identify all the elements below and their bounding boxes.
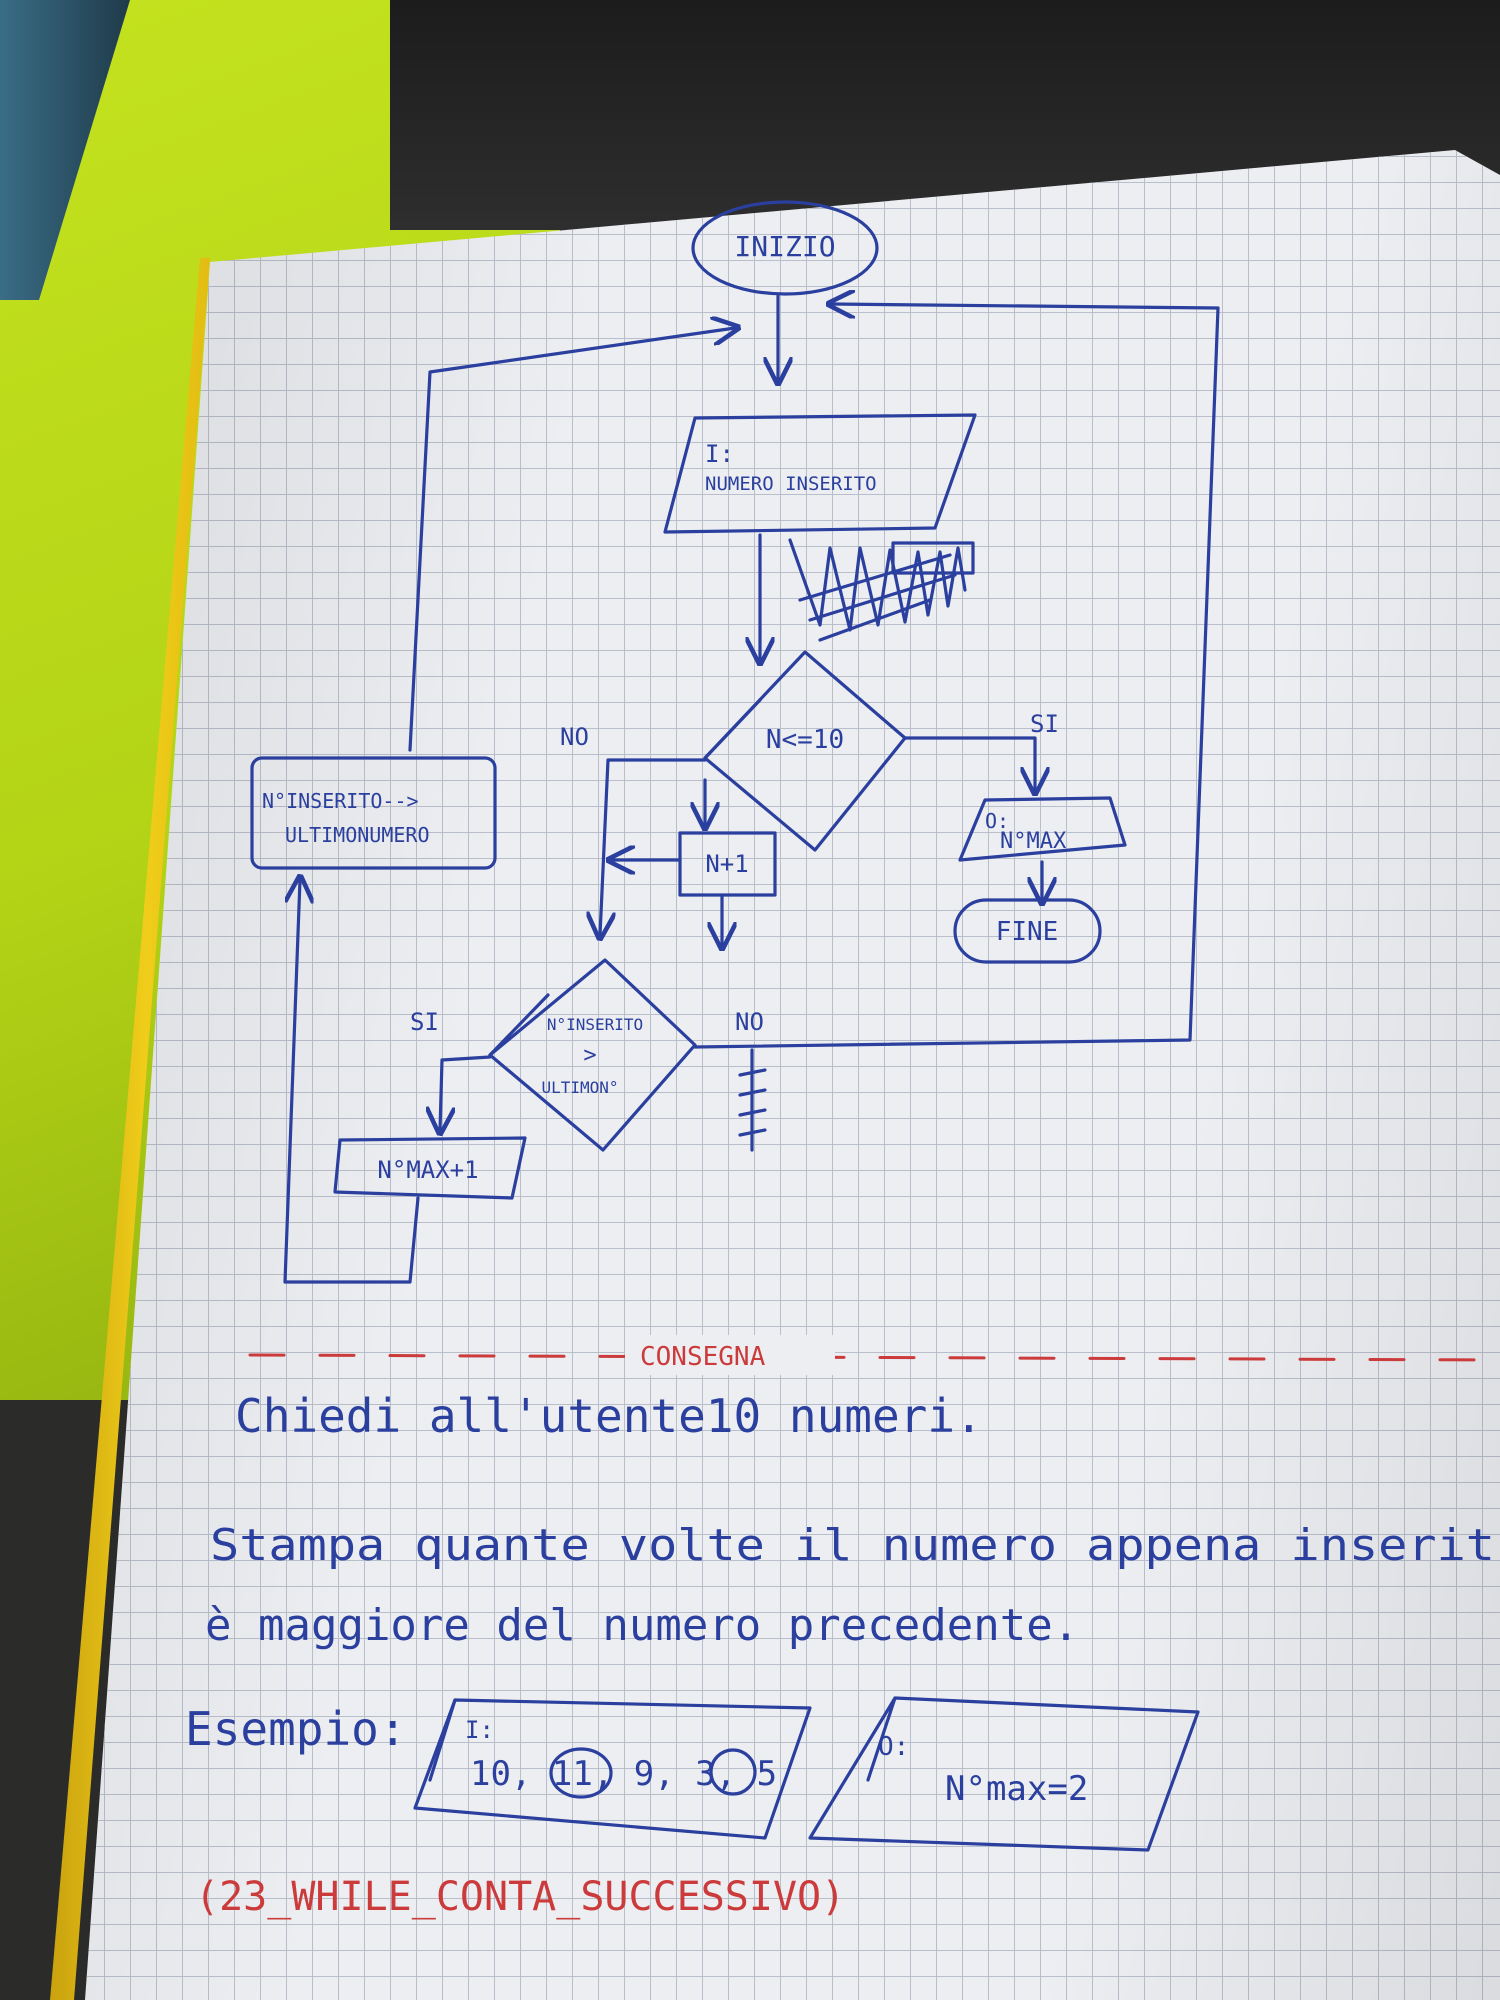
consegna-divider: CONSEGNA xyxy=(248,1335,1500,1375)
input-label: I: xyxy=(705,440,734,468)
label-no-2: NO xyxy=(735,1008,764,1036)
task-line-2: Stampa quante volte il numero appena ins… xyxy=(210,1520,1495,1571)
condition-inserted-gt-last: N°INSERITO > ULTIMON° xyxy=(488,958,697,1152)
input-text: NUMERO INSERITO xyxy=(705,473,877,495)
circled-11 xyxy=(549,1747,613,1799)
arrow-counter-assign xyxy=(283,880,420,1284)
example-output-label: O: xyxy=(878,1732,909,1762)
consegna-heading: CONSEGNA xyxy=(640,1342,766,1372)
condition1-text: N<=10 xyxy=(766,725,844,755)
end-terminal: FINE xyxy=(953,898,1102,964)
condition2-line3: ULTIMON° xyxy=(541,1078,618,1097)
input-block: I: NUMERO INSERITO xyxy=(663,413,977,534)
crossed-out-scribble xyxy=(788,538,975,642)
arrow-si-output xyxy=(903,736,1035,790)
circled-5 xyxy=(709,1748,757,1796)
task-line-1: Chiedi all'utente10 numeri. xyxy=(235,1389,983,1443)
example-input-block: I: 10, 11, 9, 3, 5 xyxy=(413,1698,812,1840)
example-input-label: I: xyxy=(465,1716,494,1744)
example-label: Esempio: xyxy=(185,1702,407,1756)
label-no-1: NO xyxy=(560,723,589,751)
counter-block: N°MAX+1 xyxy=(333,1136,527,1200)
assign-line2: ULTIMONUMERO xyxy=(285,823,430,847)
counter-text: N°MAX+1 xyxy=(377,1156,478,1184)
arrow-no-loop-back xyxy=(693,304,1220,1049)
start-terminal: INIZIO xyxy=(691,200,879,296)
task-line-3: è maggiore del numero precedente. xyxy=(205,1600,1079,1651)
output-block: O: N°MAX xyxy=(958,796,1127,862)
example-output-block: O: N°max=2 xyxy=(808,1696,1200,1852)
start-label: INIZIO xyxy=(734,230,835,263)
arrow-no-condition2 xyxy=(600,758,707,935)
end-label: FINE xyxy=(996,917,1059,947)
exercise-filename: (23_WHILE_CONTA_SUCCESSIVO) xyxy=(195,1874,845,1920)
arrow-assign-loop-back xyxy=(408,328,735,752)
label-si-1: SI xyxy=(1030,710,1059,738)
condition2-line1: N°INSERITO xyxy=(547,1015,643,1034)
example-output-value: N°max=2 xyxy=(945,1769,1088,1809)
output-text: N°MAX xyxy=(1000,829,1067,854)
output-label: O: xyxy=(985,809,1009,833)
scratch-marks xyxy=(738,1048,767,1152)
assign-line1: N°INSERITO--> xyxy=(262,789,419,813)
condition-n-le-10: N<=10 xyxy=(703,650,907,852)
condition2-line2: > xyxy=(583,1043,596,1068)
label-si-2: SI xyxy=(410,1008,439,1036)
increment-block: N+1 xyxy=(678,831,777,897)
increment-text: N+1 xyxy=(705,850,748,878)
example-input-values: 10, 11, 9, 3, 5 xyxy=(470,1754,777,1794)
arrow-si-counter xyxy=(440,1055,492,1130)
assign-block: N°INSERITO--> ULTIMONUMERO xyxy=(250,756,497,870)
